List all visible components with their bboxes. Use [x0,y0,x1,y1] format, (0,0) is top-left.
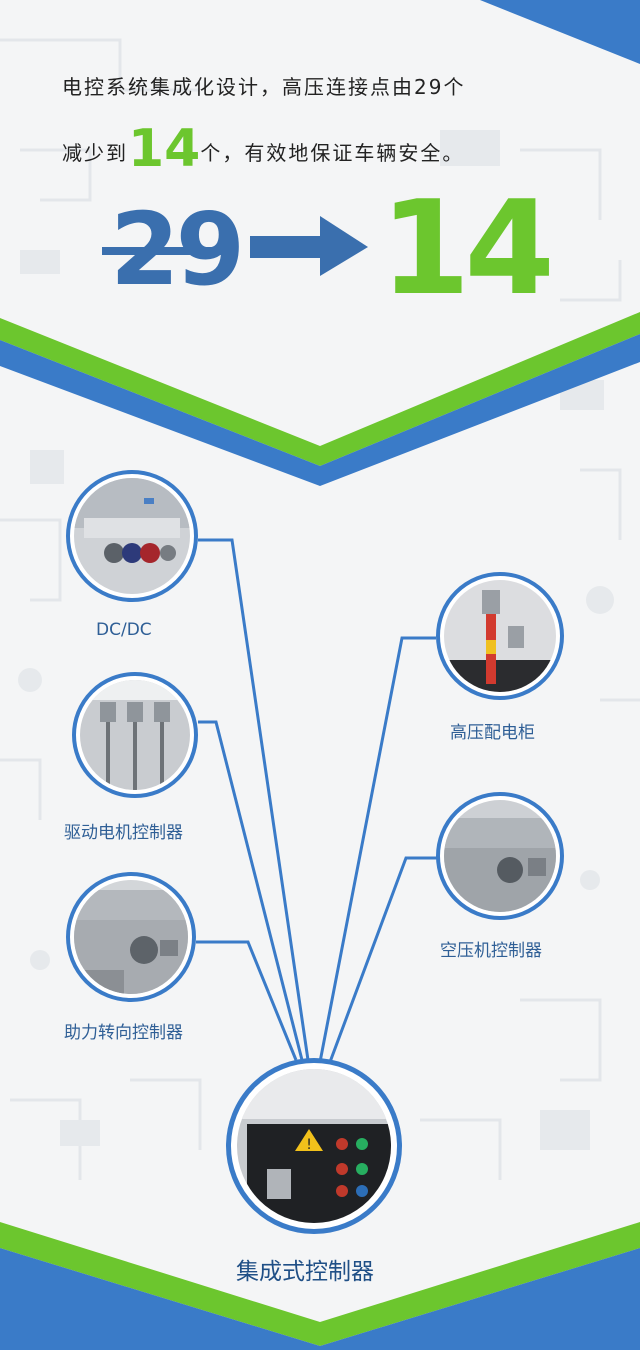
label-drive-motor-controller: 驱动电机控制器 [64,823,183,843]
line-dcdc [198,538,310,1061]
right-arrow-icon [250,216,368,276]
line-power-steering [196,940,298,1061]
integrated-controller-image: ! [226,1058,402,1234]
label-hv-distribution-cabinet: 高压配电柜 [450,723,535,743]
dcdc-image [66,470,198,602]
label-dcdc: DC/DC [96,620,152,640]
label-integrated-controller: 集成式控制器 [236,1259,374,1285]
headline-line-1: 电控系统集成化设计，高压连接点由29个 [62,75,466,99]
headline-line-2: 减少到14个，有效地保证车辆安全。 [62,118,602,180]
headline: 电控系统集成化设计，高压连接点由29个 减少到14个，有效地保证车辆安全。 [62,56,602,180]
drive-motor-controller-image [72,672,198,798]
headline-highlight-number: 14 [128,119,201,179]
integrated-controller-icon: ! [237,1069,391,1223]
hv-distribution-cabinet-image [436,572,564,700]
label-air-compressor-controller: 空压机控制器 [440,941,542,961]
headline-prefix: 减少到 [62,141,128,165]
air-compressor-controller-image [436,792,564,920]
line-hv-cabinet [318,636,436,1063]
strikethrough-line [102,247,232,255]
headline-suffix: 个，有效地保证车辆安全。 [200,141,465,165]
label-power-steering-controller: 助力转向控制器 [64,1023,183,1043]
svg-text:!: ! [306,1137,312,1153]
line-drive-motor [198,720,304,1061]
new-count-number: 14 [380,172,555,324]
line-ac-compressor [328,856,438,1063]
power-steering-controller-image [66,872,196,1002]
